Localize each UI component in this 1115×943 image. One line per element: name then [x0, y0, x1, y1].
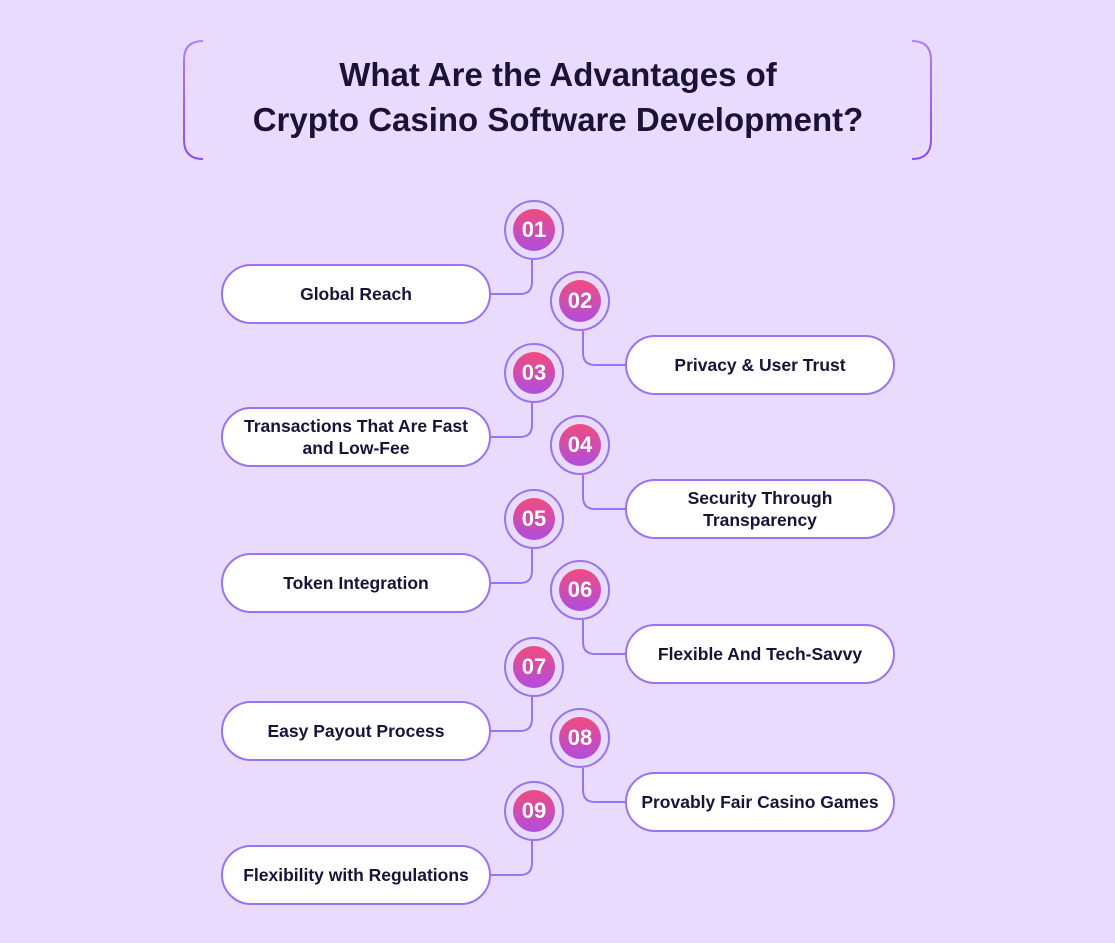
- advantage-card: Provably Fair Casino Games: [625, 772, 895, 832]
- connector-elbow: [582, 331, 625, 366]
- number-badge-label: 09: [513, 790, 555, 832]
- advantage-card: Global Reach: [221, 264, 491, 324]
- connector-elbow: [489, 403, 533, 438]
- advantage-label: Provably Fair Casino Games: [641, 792, 879, 812]
- number-badge-label: 05: [513, 498, 555, 540]
- advantage-label: Flexible And Tech-Savvy: [657, 644, 863, 664]
- advantage-label: Easy Payout Process: [267, 721, 445, 741]
- title-line-1: What Are the Advantages of: [339, 56, 777, 93]
- number-badge: 06: [550, 560, 610, 620]
- connector-elbow: [582, 620, 625, 655]
- number-badge: 03: [504, 343, 564, 403]
- advantage-card: Transactions That Are Fast and Low-Fee: [221, 407, 491, 467]
- advantage-label: Transactions That Are Fast and Low-Fee: [244, 416, 468, 458]
- connector-elbow: [489, 260, 533, 295]
- number-badge: 01: [504, 200, 564, 260]
- connector-elbow: [489, 549, 533, 584]
- number-badge: 09: [504, 781, 564, 841]
- number-badge: 04: [550, 415, 610, 475]
- number-badge-label: 07: [513, 646, 555, 688]
- connector-elbow: [582, 768, 625, 803]
- number-badge-label: 01: [513, 209, 555, 251]
- number-badge: 07: [504, 637, 564, 697]
- number-badge-label: 02: [559, 280, 601, 322]
- advantage-label: Global Reach: [300, 284, 412, 304]
- advantage-card: Token Integration: [221, 553, 491, 613]
- title-line-2: Crypto Casino Software Development?: [252, 101, 864, 138]
- connector-elbow: [489, 697, 533, 732]
- number-badge: 05: [504, 489, 564, 549]
- number-badge-label: 06: [559, 569, 601, 611]
- advantage-label: Token Integration: [283, 573, 429, 593]
- number-badge: 02: [550, 271, 610, 331]
- connector-elbow: [582, 475, 625, 510]
- advantage-label: Privacy & User Trust: [674, 355, 846, 375]
- connector-elbow: [489, 841, 533, 876]
- advantage-card: Privacy & User Trust: [625, 335, 895, 395]
- advantage-label: Flexibility with Regulations: [243, 865, 469, 885]
- advantage-card: Flexibility with Regulations: [221, 845, 491, 905]
- advantage-card: Security Through Transparency: [625, 479, 895, 539]
- page-title: What Are the Advantages of Crypto Casino…: [183, 52, 933, 142]
- advantage-card: Flexible And Tech-Savvy: [625, 624, 895, 684]
- advantage-card: Easy Payout Process: [221, 701, 491, 761]
- number-badge: 08: [550, 708, 610, 768]
- title-frame: [183, 40, 932, 160]
- advantage-label: Security Through Transparency: [687, 488, 833, 530]
- number-badge-label: 03: [513, 352, 555, 394]
- number-badge-label: 04: [559, 424, 601, 466]
- number-badge-label: 08: [559, 717, 601, 759]
